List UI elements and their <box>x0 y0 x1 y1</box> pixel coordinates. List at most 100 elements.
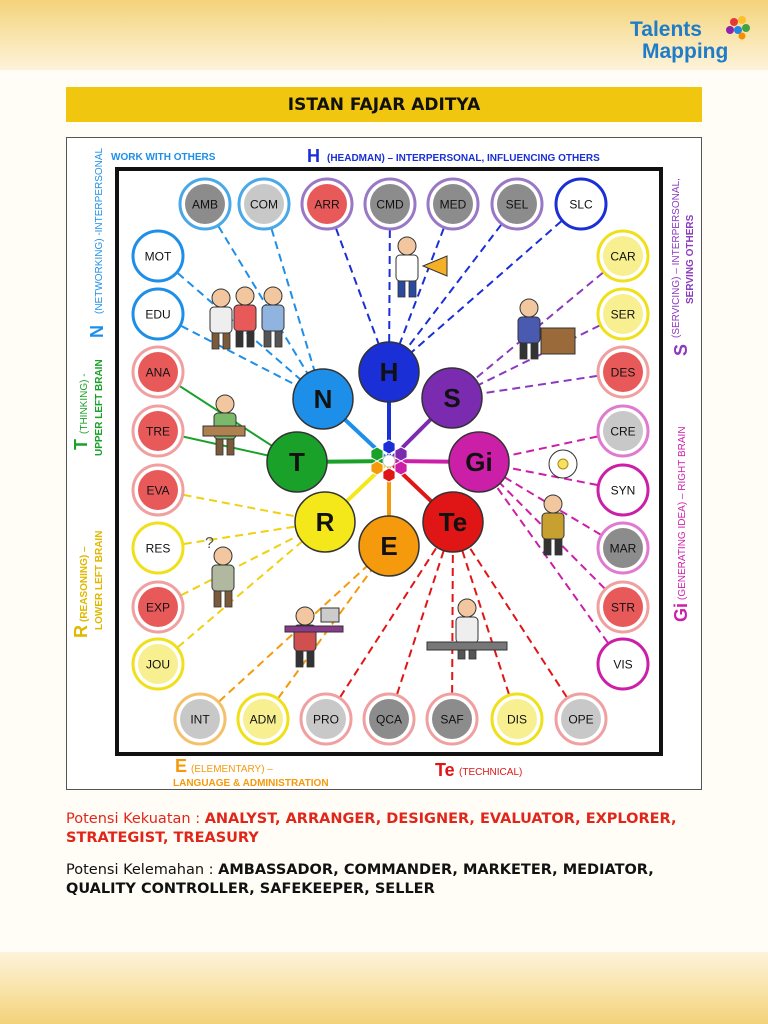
n-letter: N <box>87 325 107 338</box>
talent-node-str: STR <box>596 580 650 634</box>
core-letter: E <box>380 531 397 561</box>
team-figure-3-icon <box>261 286 285 348</box>
logo-line1: Talents <box>630 18 702 41</box>
talent-code: CRE <box>610 425 635 439</box>
talents-mapping-logo: Talents Mapping <box>630 14 754 70</box>
weakness-values: AMBASSADOR, COMMANDER, MARKETER, MEDIATO… <box>66 862 654 897</box>
talent-code: CMD <box>376 198 404 212</box>
talent-node-mot: MOT <box>131 229 185 283</box>
core-circle-t: T <box>266 431 328 493</box>
logo-cubes-icon <box>726 16 750 40</box>
talent-code: RES <box>146 542 171 556</box>
core-hexagon <box>382 439 396 455</box>
talent-code: INT <box>190 713 210 727</box>
talent-node-vis: VIS <box>596 637 650 691</box>
connector-jou <box>157 521 326 665</box>
talent-node-slc: SLC <box>554 177 608 231</box>
talent-code: TRE <box>146 425 170 439</box>
talent-node-edu: EDU <box>131 287 185 341</box>
connector-slc <box>388 203 582 373</box>
e-letter: E <box>175 756 187 776</box>
gi-description: (GENERATING IDEA) – RIGHT BRAIN <box>677 426 688 600</box>
connector-res <box>157 521 326 549</box>
core-letter: R <box>316 507 335 537</box>
talent-node-sel: SEL <box>490 177 544 231</box>
weakness-text: Potensi Kelemahan : AMBASSADOR, COMMANDE… <box>66 861 706 899</box>
svg-text:?: ? <box>205 535 214 552</box>
connector-pro <box>325 521 454 720</box>
talent-code: AMB <box>192 198 218 212</box>
core-hub <box>382 454 396 468</box>
core-circle-h: H <box>358 341 420 403</box>
connector-str <box>478 461 624 608</box>
core-hexagon <box>370 460 384 476</box>
core-hexagon <box>394 460 408 476</box>
logo-line2: Mapping <box>642 40 729 63</box>
talent-code: DES <box>611 366 636 380</box>
team-figure-2-icon <box>233 286 257 348</box>
talent-node-eva: EVA <box>131 463 185 517</box>
talent-node-ope: OPE <box>554 692 608 746</box>
s-description-1: (SERVICING) – INTERPERSONAL, <box>671 178 682 338</box>
talent-node-cre: CRE <box>596 404 650 458</box>
talent-node-tre: TRE <box>131 404 185 458</box>
t-letter: T <box>71 439 91 450</box>
talent-node-saf: SAF <box>425 692 479 746</box>
talent-code: MED <box>440 198 467 212</box>
connector-com <box>263 203 324 400</box>
core-circle-e: E <box>358 515 420 577</box>
diagram-border <box>115 167 663 756</box>
talent-node-ana: ANA <box>131 345 185 399</box>
name-title-bar: ISTAN FAJAR ADITYA <box>66 87 702 122</box>
thinking-student-icon <box>202 394 246 456</box>
talent-code: PRO <box>313 713 339 727</box>
header-band <box>0 0 768 70</box>
core-letter: Te <box>439 507 467 537</box>
s-letter: S <box>671 344 691 356</box>
connector-sel <box>388 203 518 373</box>
talent-code: SER <box>611 308 636 322</box>
headman-megaphone-icon <box>395 236 448 298</box>
talent-code: CAR <box>610 250 636 264</box>
talent-code: EXP <box>146 601 170 615</box>
r-description-2: LOWER LEFT BRAIN <box>94 531 105 630</box>
talent-code: EVA <box>146 484 169 498</box>
person-name: ISTAN FAJAR ADITYA <box>287 94 481 115</box>
core-circle-r: R <box>294 491 356 553</box>
strength-text: Potensi Kekuatan : ANALYST, ARRANGER, DE… <box>66 810 706 848</box>
talent-node-com: COM <box>237 177 291 231</box>
talent-code: JOU <box>146 658 170 672</box>
talent-node-cmd: CMD <box>363 177 417 231</box>
connector-amb <box>204 203 324 400</box>
connector-vis <box>478 461 624 665</box>
talent-code: SEL <box>506 198 529 212</box>
talent-code: SLC <box>569 198 593 212</box>
talent-node-res: RES <box>131 521 185 575</box>
talent-node-jou: JOU <box>131 637 185 691</box>
core-letter: T <box>289 447 305 477</box>
talent-node-arr: ARR <box>300 177 354 231</box>
talent-node-ser: SER <box>596 287 650 341</box>
core-circle-s: S <box>421 367 483 429</box>
core-circle-te: Te <box>422 491 484 553</box>
connector-qca <box>388 521 454 720</box>
talent-code: ANA <box>146 366 171 380</box>
talent-node-pro: PRO <box>299 692 353 746</box>
connector-cmd <box>388 203 391 373</box>
talent-code: SYN <box>611 484 636 498</box>
talent-node-int: INT <box>173 692 227 746</box>
core-hexagon <box>382 467 396 483</box>
talent-node-adm: ADM <box>236 692 290 746</box>
talent-node-syn: SYN <box>596 463 650 517</box>
technician-icon <box>426 598 508 660</box>
core-letter: N <box>314 384 333 414</box>
core-letter: S <box>443 383 460 413</box>
t-description-1: (THINKING) - <box>79 373 90 434</box>
r-description-1: (REASONING) – <box>79 546 90 622</box>
te-letter: Te <box>435 760 455 780</box>
core-circle-n: N <box>292 368 354 430</box>
e-description-1: (ELEMENTARY) – <box>191 764 273 775</box>
connector-edu <box>157 313 324 400</box>
connector-dis <box>452 521 518 720</box>
